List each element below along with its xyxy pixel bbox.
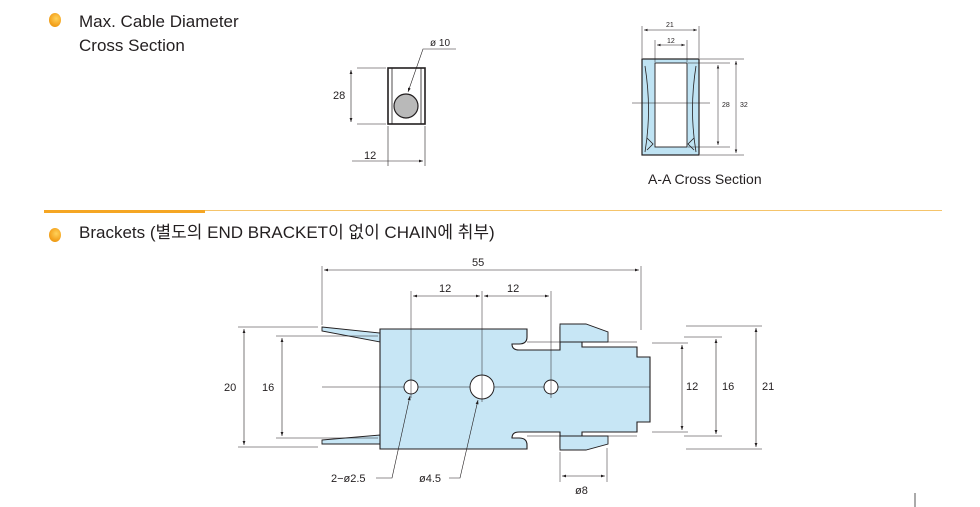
fig1-cable-circle xyxy=(393,93,419,119)
bracket-right-slot-label: 12 xyxy=(686,381,698,393)
section-divider-line xyxy=(205,210,942,211)
bracket-left-tab-top xyxy=(321,326,381,343)
fig1-diameter-label: ø 10 xyxy=(430,38,450,49)
fig1-cable-section xyxy=(349,48,456,166)
bracket-body xyxy=(379,326,651,450)
bracket-small-holes-label: 2−ø2.5 xyxy=(331,473,366,485)
bracket-spacing-right-label: 12 xyxy=(507,283,519,295)
section1-bullet-icon xyxy=(49,13,61,27)
bracket-right-inner-label: 16 xyxy=(722,381,734,393)
fig2-caption: A-A Cross Section xyxy=(648,171,762,187)
bracket-spacing-left-label: 12 xyxy=(439,283,451,295)
fig2-outer-width-label: 21 xyxy=(666,22,674,29)
fig2-aa-section xyxy=(632,26,744,156)
bracket-drawing xyxy=(238,266,762,482)
fig1-frame xyxy=(387,67,426,125)
fig1-diameter-leader xyxy=(407,48,456,93)
bracket-center-hole-leader xyxy=(449,399,479,479)
bracket-center-hole-label: ø4.5 xyxy=(419,473,441,485)
fig2-inner-cavity xyxy=(654,62,688,148)
bracket-small-hole-leader xyxy=(376,395,411,479)
fig2-inner-width-label: 12 xyxy=(667,38,675,45)
section1-title-line2: Cross Section xyxy=(79,36,185,55)
bracket-right-cap-top xyxy=(559,323,609,343)
section2-title: Brackets (별도의 END BRACKET이 없이 CHAIN에 취부) xyxy=(79,223,495,242)
fig1-height-label: 28 xyxy=(333,90,345,102)
section1-title: Max. Cable Diameter Cross Section xyxy=(79,10,239,58)
bracket-right-outer-label: 21 xyxy=(762,381,774,393)
bracket-length-label: 55 xyxy=(472,257,484,269)
bracket-left-tab-bottom xyxy=(321,434,381,445)
bracket-right-cap-bottom xyxy=(559,435,609,451)
bracket-left-inner-label: 16 xyxy=(262,382,274,394)
bracket-left-outer-label: 20 xyxy=(224,382,236,394)
section-divider-accent xyxy=(44,210,205,213)
section2-bullet-icon xyxy=(49,228,61,242)
section1-title-line1: Max. Cable Diameter xyxy=(79,12,239,31)
bracket-slot-width-label: ø8 xyxy=(575,485,588,497)
fig1-width-label: 12 xyxy=(364,150,376,162)
fig2-inner-height-label: 28 xyxy=(722,102,730,109)
fig2-outer-height-label: 32 xyxy=(740,102,748,109)
